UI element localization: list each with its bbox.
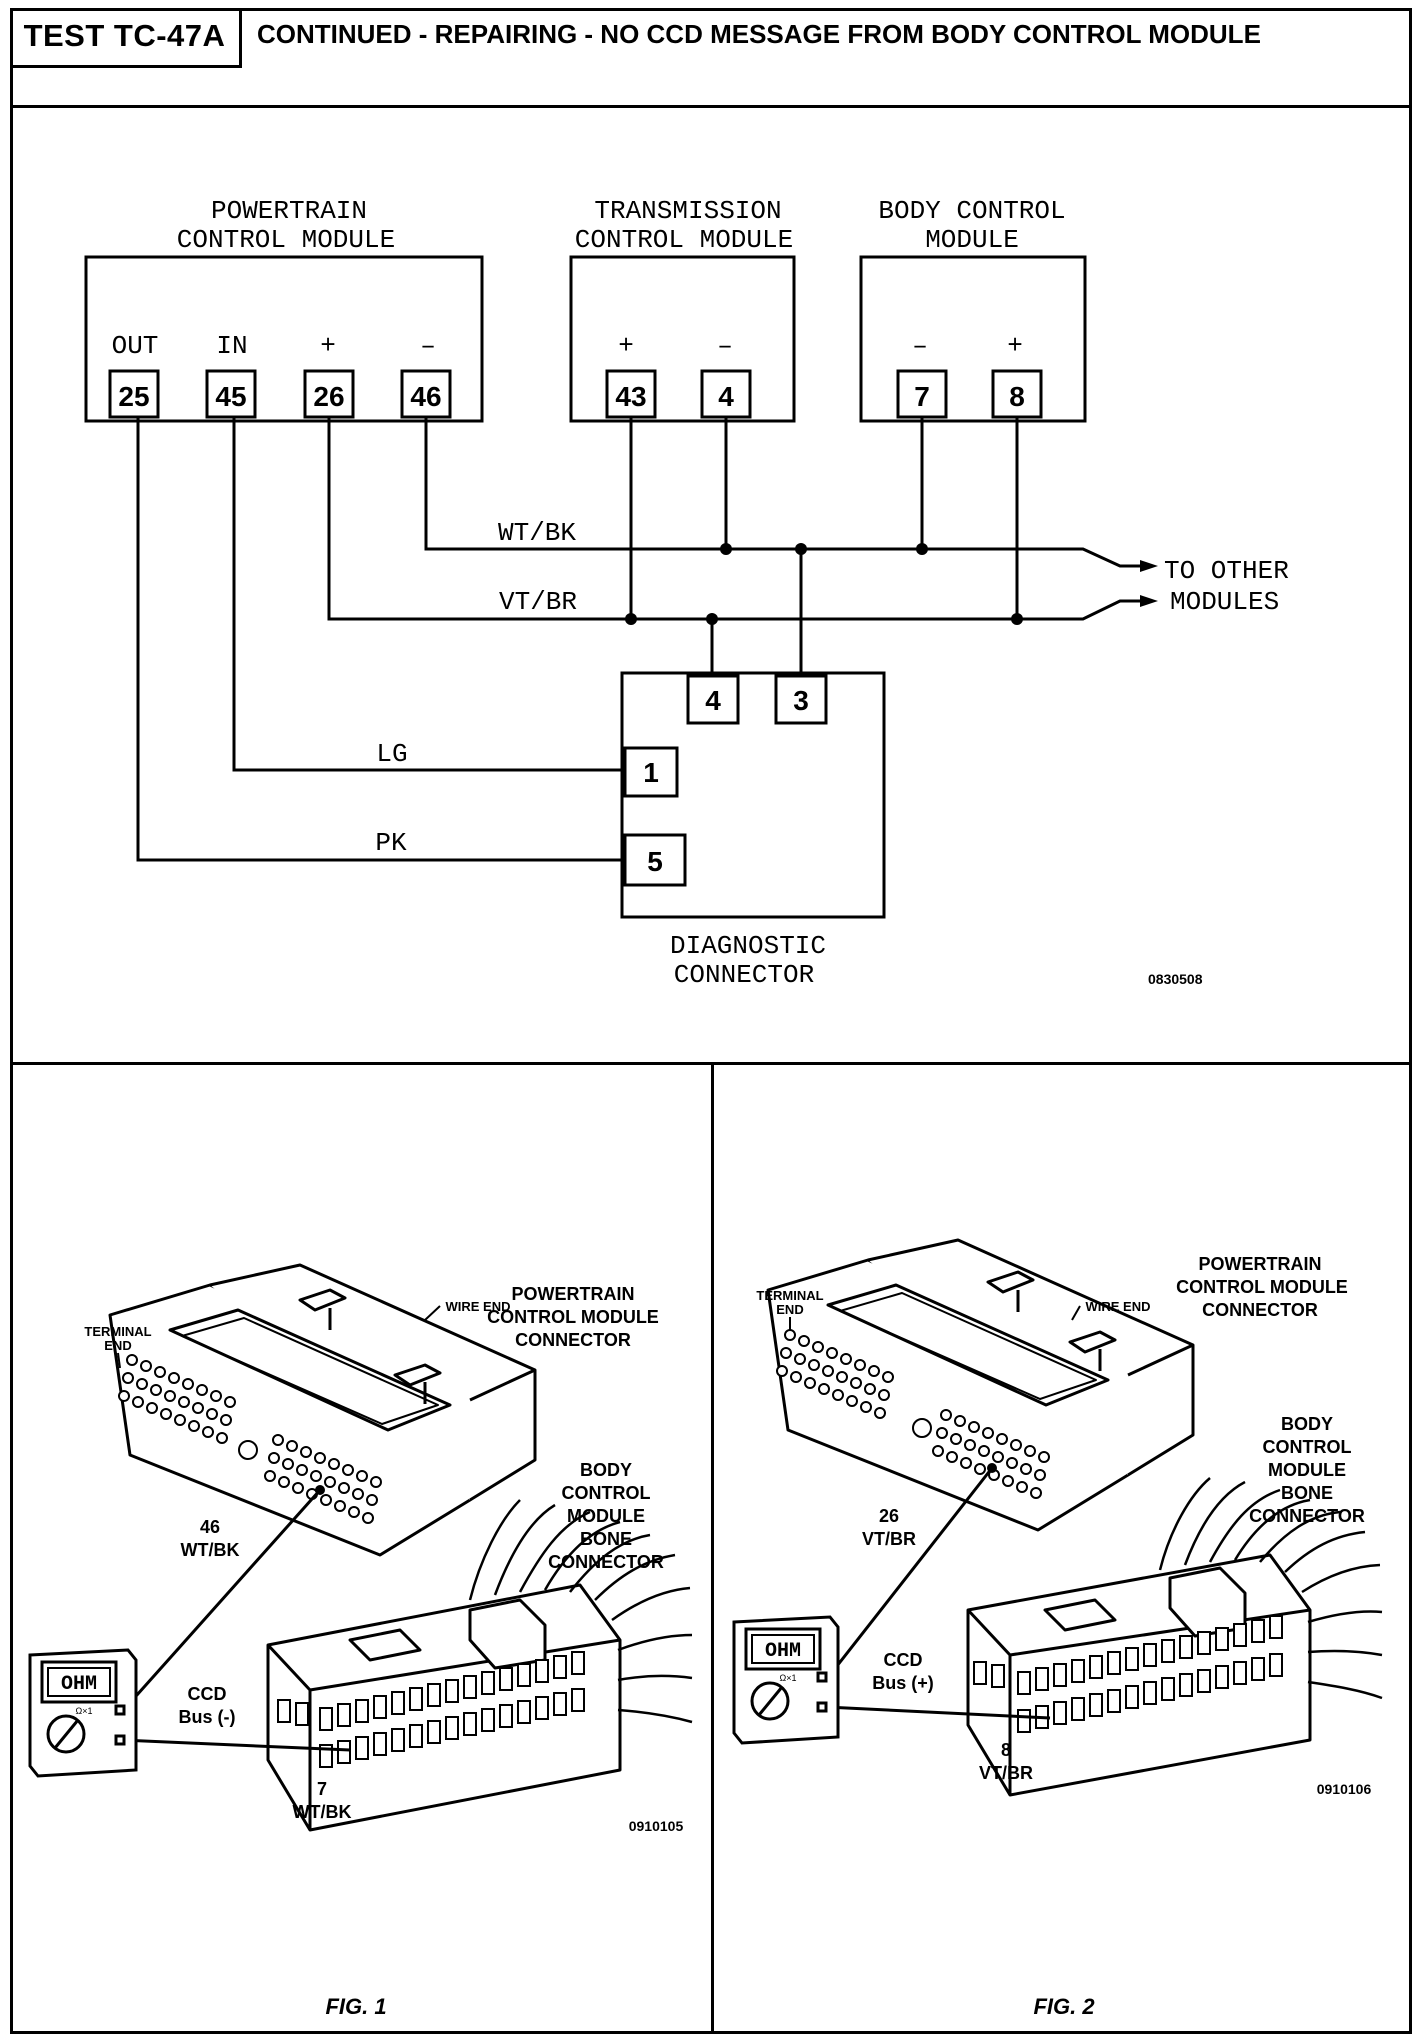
- bcm-pin-label: +: [1007, 331, 1023, 361]
- tcm-pin-number: 4: [718, 381, 734, 412]
- diag-title-2: CONNECTOR: [674, 960, 814, 990]
- tcm-pin-label: +: [618, 331, 634, 361]
- wire-label-vt-br: VT/BR: [499, 587, 577, 617]
- page-title: CONTINUED - REPAIRING - NO CCD MESSAGE F…: [257, 19, 1261, 49]
- pcm-pin-label: OUT: [112, 331, 159, 361]
- pcm-title-2: CONTROL MODULE: [177, 225, 395, 255]
- pcm-pin-label: +: [320, 331, 336, 361]
- to-other-modules-1: TO OTHER: [1164, 556, 1289, 586]
- schematic-panel: [10, 105, 1412, 1065]
- bcm-pin-number: 7: [914, 381, 930, 412]
- pcm-pin-number: 26: [313, 381, 344, 412]
- tcm-title-2: CONTROL MODULE: [575, 225, 793, 255]
- test-id-box: TEST TC-47A: [10, 8, 242, 68]
- pcm-pin-label: IN: [216, 331, 247, 361]
- tcm-title-1: TRANSMISSION: [594, 196, 781, 226]
- pcm-title-1: POWERTRAIN: [211, 196, 367, 226]
- diag-pin-number: 4: [705, 685, 721, 716]
- wire-label-pk: PK: [375, 828, 407, 858]
- bcm-title-1: BODY CONTROL: [878, 196, 1065, 226]
- diag-pin-number: 3: [793, 685, 809, 716]
- tcm-box: [569, 255, 796, 423]
- diag-pin-number: 1: [643, 757, 659, 788]
- bcm-pin-number: 8: [1009, 381, 1025, 412]
- bcm-title-2: MODULE: [925, 225, 1019, 255]
- diag-connector-box: [620, 671, 886, 919]
- diag-title-1: DIAGNOSTIC: [670, 931, 826, 961]
- tcm-pin-number: 43: [615, 381, 646, 412]
- schematic-ref-code: 0830508: [1148, 971, 1203, 987]
- wire-label-wt-bk: WT/BK: [498, 518, 576, 548]
- pcm-pin-number: 25: [118, 381, 149, 412]
- wire-label-lg: LG: [376, 739, 407, 769]
- diag-pin-number: 5: [647, 846, 663, 877]
- pcm-pin-number: 45: [215, 381, 246, 412]
- bcm-pin-label: –: [912, 331, 928, 361]
- bcm-box: [859, 255, 1087, 423]
- figure-divider: [711, 1065, 714, 2034]
- pcm-pin-number: 46: [410, 381, 441, 412]
- to-other-modules-2: MODULES: [1170, 587, 1279, 617]
- pcm-pin-label: –: [420, 331, 436, 361]
- pcm-box: [84, 255, 484, 423]
- wiring-schematic: POWERTRAIN CONTROL MODULE TRANSMISSION C…: [84, 196, 1289, 990]
- tcm-pin-label: –: [717, 331, 733, 361]
